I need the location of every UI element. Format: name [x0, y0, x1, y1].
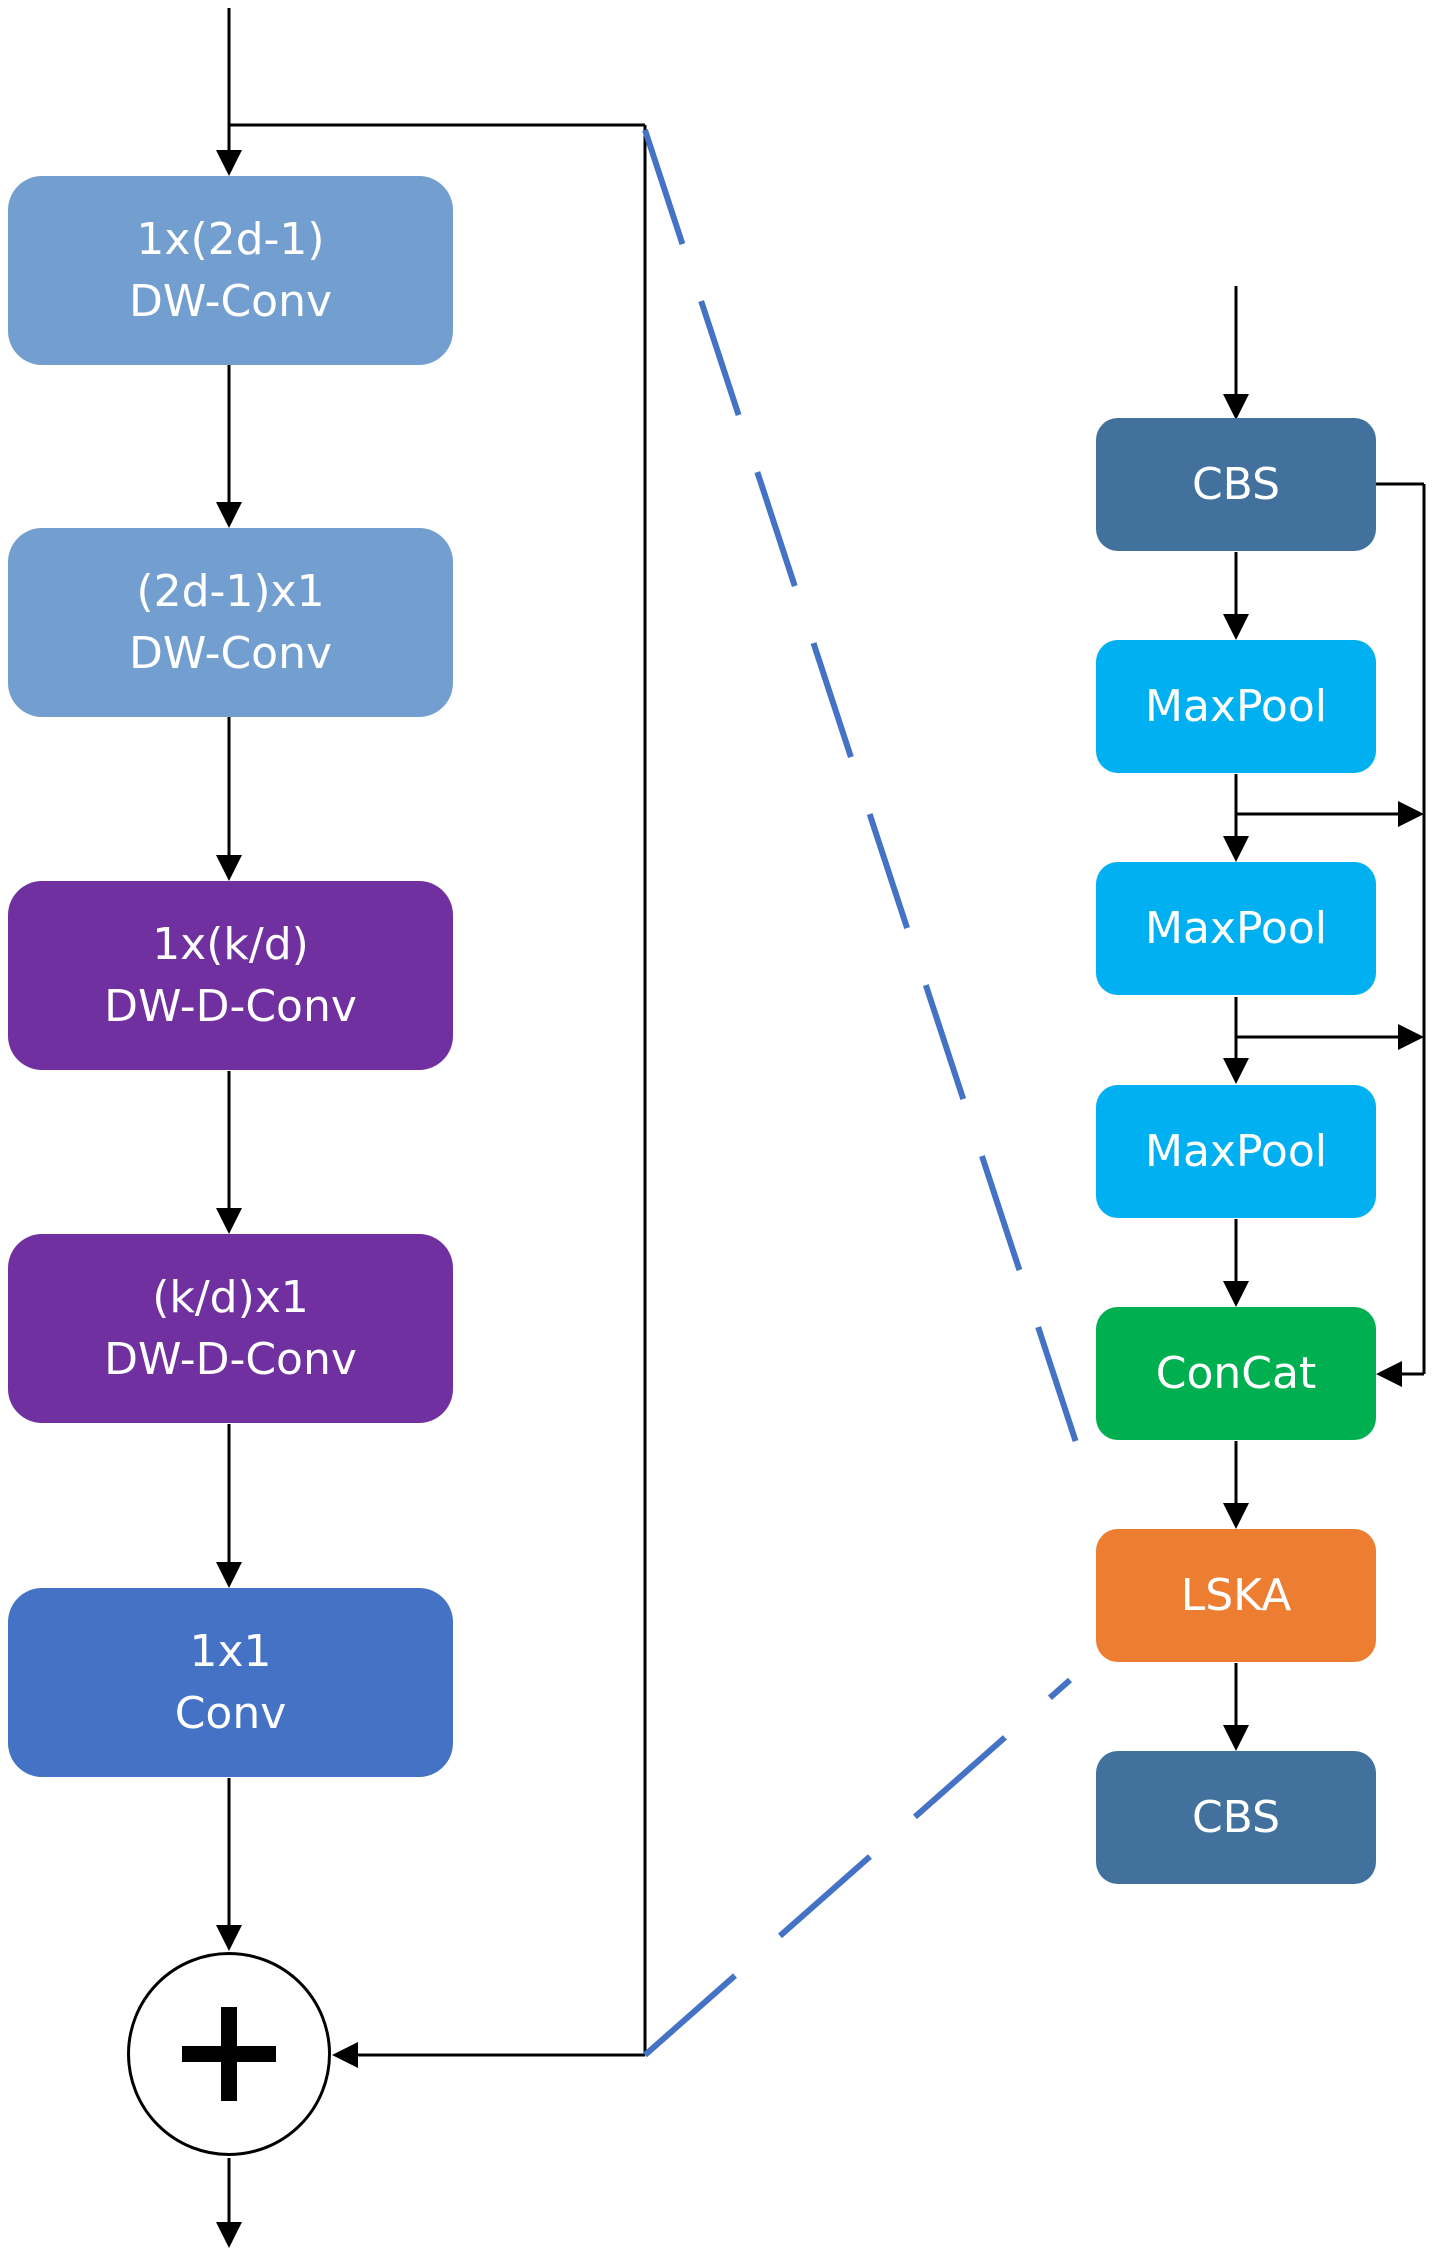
block-label-line2: DW-Conv	[128, 275, 333, 327]
block-label-line2: DW-D-Conv	[104, 1333, 357, 1385]
arrowhead	[216, 1562, 242, 1588]
left-block-1x1-conv: 1x1 Conv	[8, 1588, 453, 1777]
plus-icon-vertical	[221, 2007, 237, 2101]
right-block-lska: LSKA	[1096, 1529, 1376, 1662]
block-label: ConCat	[1155, 1347, 1317, 1399]
right-block-maxpool-3: MaxPool	[1096, 1085, 1376, 1218]
block-label-line1: 1x(2d-1)	[136, 213, 325, 265]
block-label-line2: DW-Conv	[128, 627, 333, 679]
block-label: MaxPool	[1145, 1125, 1327, 1177]
arrowhead	[1223, 1725, 1249, 1751]
arrowhead	[1223, 1281, 1249, 1307]
arrowhead	[1223, 1058, 1249, 1084]
block-label-line2: DW-D-Conv	[104, 980, 357, 1032]
left-block-1xkd-dwdconv: 1x(k/d) DW-D-Conv	[8, 881, 453, 1070]
arrowhead	[1223, 614, 1249, 640]
right-block-maxpool-1: MaxPool	[1096, 640, 1376, 773]
left-arrowheads	[216, 150, 358, 2248]
block-label-line1: (k/d)x1	[152, 1271, 309, 1323]
block-label-line2: Conv	[174, 1687, 287, 1739]
block-label-line1: (2d-1)x1	[136, 565, 325, 617]
arrowhead	[1376, 1361, 1402, 1387]
arrowhead	[1223, 394, 1249, 420]
dashed-connectors	[642, 129, 1093, 2058]
right-block-maxpool-2: MaxPool	[1096, 862, 1376, 995]
block-label-line1: 1x1	[189, 1625, 272, 1677]
dashed-connector-bottom	[643, 1677, 1072, 2058]
block-label-line1: 1x(k/d)	[152, 918, 309, 970]
right-flow-lines	[1234, 286, 1426, 1731]
right-block-concat: ConCat	[1096, 1307, 1376, 1440]
arrowhead	[216, 1208, 242, 1234]
arrowhead	[216, 150, 242, 176]
block-label: LSKA	[1180, 1569, 1292, 1621]
right-block-cbs-top: CBS	[1096, 418, 1376, 551]
right-arrowheads	[1223, 394, 1424, 1751]
arrowhead	[216, 502, 242, 528]
block-label: MaxPool	[1145, 680, 1327, 732]
sum-node	[127, 1952, 331, 2156]
left-block-1x2d-dwconv: 1x(2d-1) DW-Conv	[8, 176, 453, 365]
dashed-connector-top	[642, 129, 1093, 1486]
left-block-kdx1-dwdconv: (k/d)x1 DW-D-Conv	[8, 1234, 453, 1423]
block-label: CBS	[1191, 458, 1281, 510]
arrowhead	[1398, 1024, 1424, 1050]
arrowhead	[216, 2222, 242, 2248]
left-block-2d1x-dwconv: (2d-1)x1 DW-Conv	[8, 528, 453, 717]
arrowhead	[1223, 836, 1249, 862]
left-flow-lines	[227, 8, 647, 2228]
arrowhead	[216, 855, 242, 881]
arrowhead	[216, 1925, 242, 1951]
block-label: CBS	[1191, 1791, 1281, 1843]
right-block-cbs-bottom: CBS	[1096, 1751, 1376, 1884]
arrowhead	[1223, 1503, 1249, 1529]
arrowhead	[1398, 801, 1424, 827]
block-label: MaxPool	[1145, 902, 1327, 954]
arrowhead	[332, 2042, 358, 2068]
